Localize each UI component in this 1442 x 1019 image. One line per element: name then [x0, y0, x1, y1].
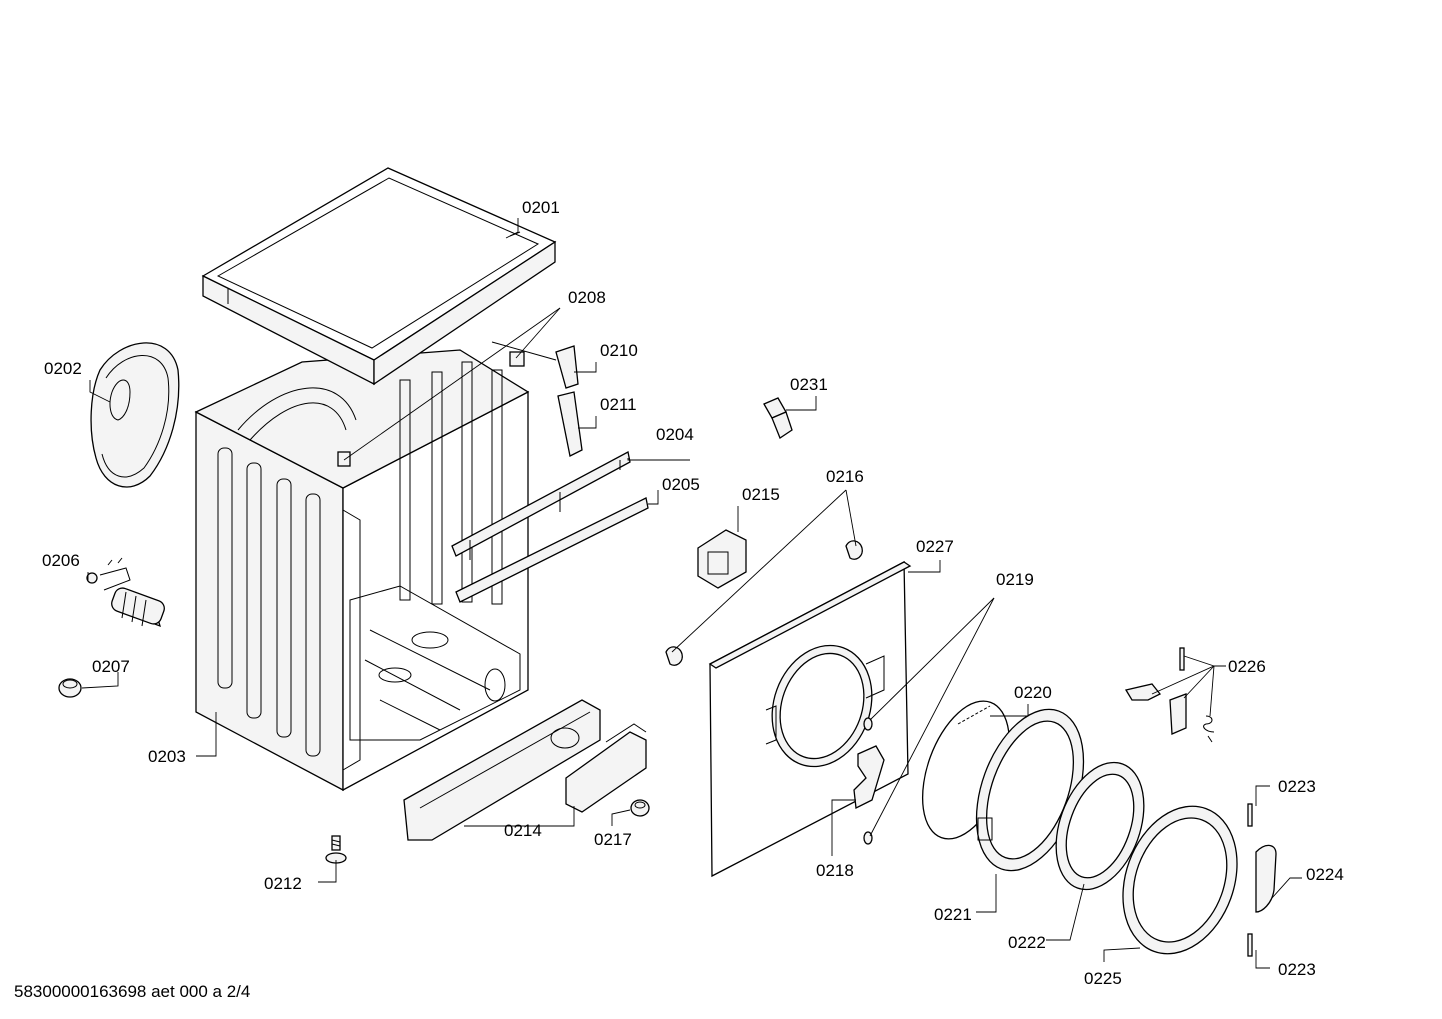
door-hinge	[853, 717, 885, 845]
top-cover	[201, 167, 557, 386]
label-0222: 0222	[1008, 933, 1046, 952]
label-0227: 0227	[916, 537, 954, 556]
control-panel	[403, 699, 601, 841]
knob	[630, 799, 650, 817]
drawer-handle	[565, 723, 647, 813]
label-0225: 0225	[1084, 969, 1122, 988]
label-0210: 0210	[600, 341, 638, 360]
label-0220: 0220	[1014, 683, 1052, 702]
label-0207: 0207	[92, 657, 130, 676]
label-0218: 0218	[816, 861, 854, 880]
front-rails	[451, 451, 649, 603]
label-0206: 0206	[42, 551, 80, 570]
label-0202: 0202	[44, 359, 82, 378]
pin-lower	[1247, 933, 1253, 957]
label-0215: 0215	[742, 485, 780, 504]
small-parts-group	[1124, 647, 1215, 743]
label-0205: 0205	[662, 475, 700, 494]
door-handle	[1255, 844, 1277, 913]
cap-part	[58, 678, 82, 698]
label-0226: 0226	[1228, 657, 1266, 676]
clip-upper	[845, 540, 863, 560]
clip-lower	[665, 646, 683, 666]
label-0203: 0203	[148, 747, 186, 766]
front-panel	[708, 560, 912, 878]
label-0217: 0217	[594, 830, 632, 849]
electronic-module	[697, 529, 747, 589]
label-0221: 0221	[934, 905, 972, 924]
label-0224: 0224	[1306, 865, 1344, 884]
label-0201: 0201	[522, 198, 560, 217]
document-footer-code: 58300000163698 aet 000 a 2/4	[14, 982, 251, 1001]
pin-upper	[1247, 803, 1253, 827]
door-inner-ring	[975, 708, 1085, 872]
part-labels: 0201 0202 0203 0204 0205 0206 0207 0208 …	[42, 198, 1344, 988]
label-0204: 0204	[656, 425, 694, 444]
door-glass	[1055, 761, 1145, 891]
label-0212: 0212	[264, 874, 302, 893]
foot-screw	[325, 835, 347, 864]
top-brackets	[337, 341, 583, 467]
label-0208: 0208	[568, 288, 606, 307]
leader-lines	[81, 218, 1302, 969]
cabinet-housing	[194, 349, 530, 792]
drain-pump-part	[86, 557, 165, 628]
label-0216: 0216	[826, 467, 864, 486]
label-0223-upper: 0223	[1278, 777, 1316, 796]
latch-part	[763, 397, 793, 439]
rear-cover	[90, 342, 180, 488]
door-outer-ring	[1122, 805, 1238, 955]
label-0219: 0219	[996, 570, 1034, 589]
label-0231: 0231	[790, 375, 828, 394]
label-0211: 0211	[600, 395, 637, 414]
label-0223-lower: 0223	[1278, 960, 1316, 979]
label-0214: 0214	[504, 821, 542, 840]
